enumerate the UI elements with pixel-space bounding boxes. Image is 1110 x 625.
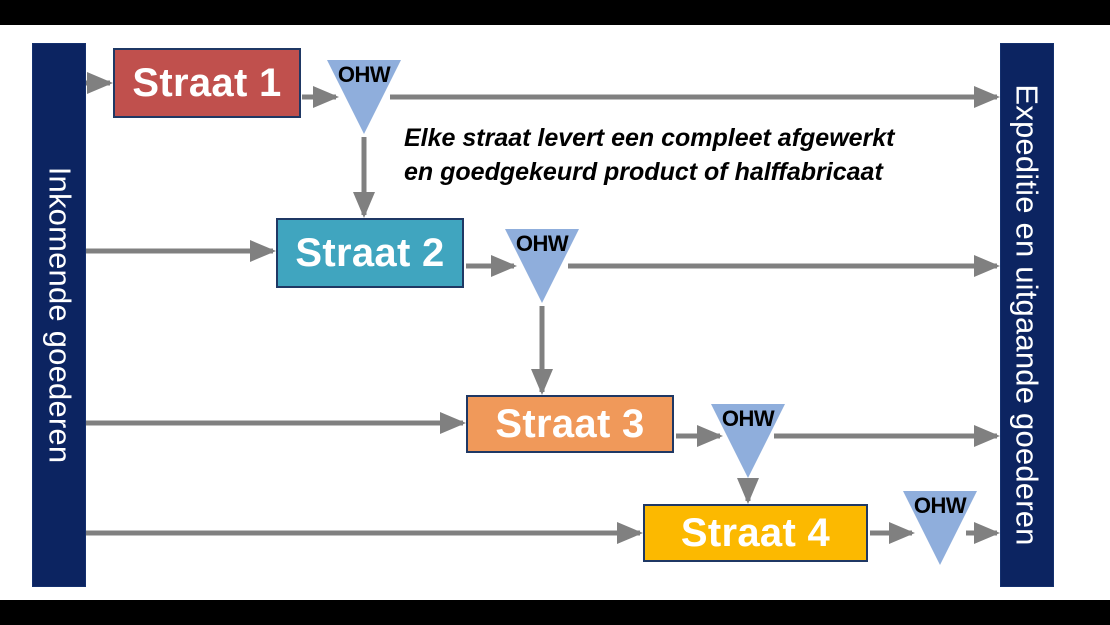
diagram-area: Inkomende goederen Expeditie en uitgaand… [0, 25, 1110, 600]
ohw-buffer-label: OHW [913, 493, 967, 518]
ohw-buffer-1[interactable]: OHW [327, 60, 401, 134]
annotation-text: Elke straat levert een compleet afgewerk… [404, 122, 974, 190]
process-box-straat-2[interactable]: Straat 2 [276, 218, 464, 288]
ohw-buffer-3[interactable]: OHW [711, 404, 785, 478]
ohw-buffer-label: OHW [337, 62, 391, 87]
process-box-straat-4[interactable]: Straat 4 [643, 504, 868, 562]
triangle-down-icon [327, 60, 401, 134]
outbound-goods-label: Expeditie en uitgaande goederen [1010, 84, 1045, 546]
outbound-goods-panel: Expeditie en uitgaande goederen [1000, 43, 1054, 587]
triangle-down-icon [505, 229, 579, 303]
annotation-line-2: en goedgekeurd product of halffabricaat [404, 157, 883, 186]
process-box-label: Straat 4 [680, 510, 831, 555]
ohw-buffer-label: OHW [721, 406, 775, 431]
process-box-label: Straat 2 [295, 230, 445, 275]
letterbox-top [0, 0, 1110, 25]
letterbox-bottom [0, 600, 1110, 625]
ohw-buffer-2[interactable]: OHW [505, 229, 579, 303]
triangle-down-icon [903, 491, 977, 565]
process-box-label: Straat 3 [495, 401, 645, 446]
triangle-down-icon [711, 404, 785, 478]
ohw-buffer-4[interactable]: OHW [903, 491, 977, 565]
process-box-label: Straat 1 [132, 60, 282, 105]
ohw-buffer-label: OHW [515, 231, 569, 256]
inbound-goods-panel: Inkomende goederen [32, 43, 86, 587]
process-box-straat-3[interactable]: Straat 3 [466, 395, 674, 453]
annotation-line-1: Elke straat levert een compleet afgewerk… [404, 124, 895, 152]
inbound-goods-label: Inkomende goederen [42, 166, 78, 464]
process-box-straat-1[interactable]: Straat 1 [113, 48, 301, 118]
